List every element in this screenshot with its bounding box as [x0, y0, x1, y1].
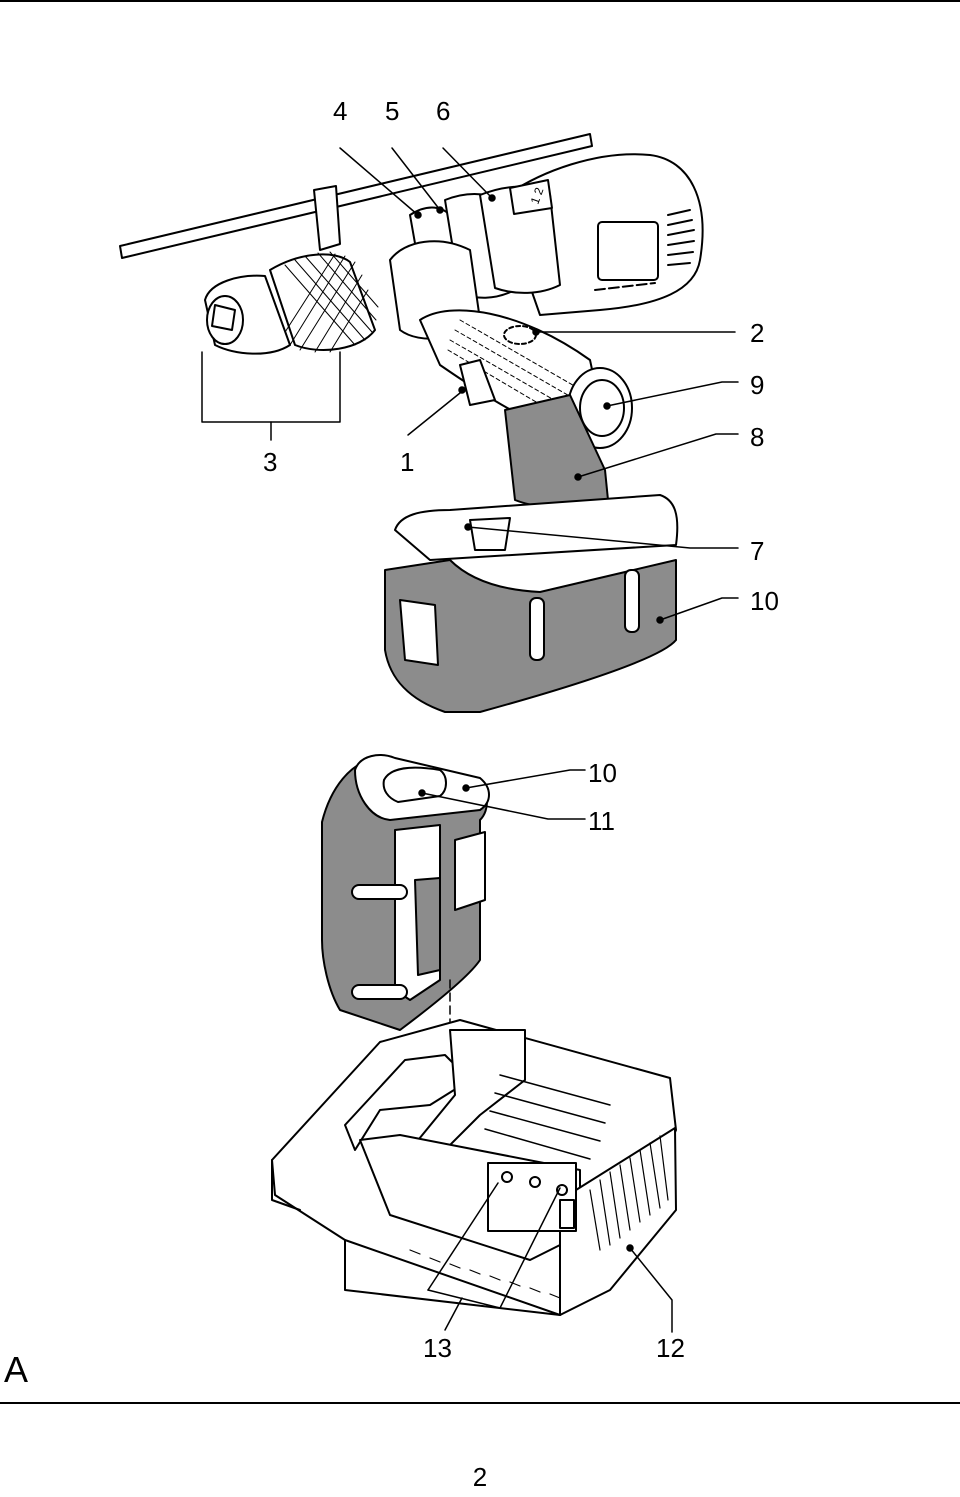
drill: 1 2 [119, 133, 739, 713]
battery-pack [321, 754, 586, 1086]
drill-leaders [201, 147, 739, 624]
page-number: 2 [472, 1462, 488, 1492]
callout-10-drill: 10 [750, 586, 779, 616]
callout-8: 8 [750, 422, 765, 452]
chuck-knurl [279, 251, 379, 353]
chuck-jaws [206, 295, 244, 345]
battery-latch [469, 517, 511, 551]
battery-pack-stud-1 [351, 884, 408, 900]
callout-2: 2 [750, 318, 765, 348]
depth-stop-rod [119, 133, 593, 259]
trigger [459, 359, 496, 406]
figure-letter: A [4, 1349, 29, 1390]
charger-cradle [344, 1054, 471, 1151]
top-rule [0, 0, 960, 2]
callout-3: 3 [263, 447, 278, 477]
battery-pack-release-button [382, 766, 447, 803]
motor-vents [667, 209, 695, 266]
charger-leaders [427, 1182, 673, 1333]
charger-cradle-slot [409, 1029, 526, 1156]
callout-6: 6 [436, 96, 451, 126]
battery-grip [399, 599, 439, 666]
charger-side-vents [589, 1135, 669, 1251]
battery-top [394, 494, 679, 561]
battery-post-2 [624, 569, 640, 633]
indicator-led-2 [529, 1176, 541, 1188]
callout-4: 4 [333, 96, 348, 126]
charger-front-vents [409, 1249, 561, 1299]
speed-mark: 1 2 [528, 185, 547, 206]
speed-selector [509, 179, 553, 215]
charger-indicators [487, 1162, 577, 1232]
callout-1: 1 [400, 447, 415, 477]
callout-11: 11 [588, 806, 615, 836]
callout-10-battery: 10 [588, 758, 617, 788]
motor-label-plate [597, 221, 659, 281]
callout-13: 13 [423, 1333, 452, 1363]
charger-grille [484, 1074, 611, 1160]
battery-pack-stud-2 [351, 984, 408, 1000]
bottom-rule [0, 1402, 960, 1404]
gear-collar-3 [479, 185, 561, 294]
charger [271, 1019, 677, 1333]
callout-7: 7 [750, 536, 765, 566]
battery-leaders [418, 769, 586, 820]
rod-clamp [313, 185, 341, 251]
callout-12: 12 [656, 1333, 685, 1363]
battery-post-1 [529, 597, 545, 661]
callout-5: 5 [385, 96, 400, 126]
callout-9: 9 [750, 370, 765, 400]
indicator-led-1 [501, 1171, 513, 1183]
